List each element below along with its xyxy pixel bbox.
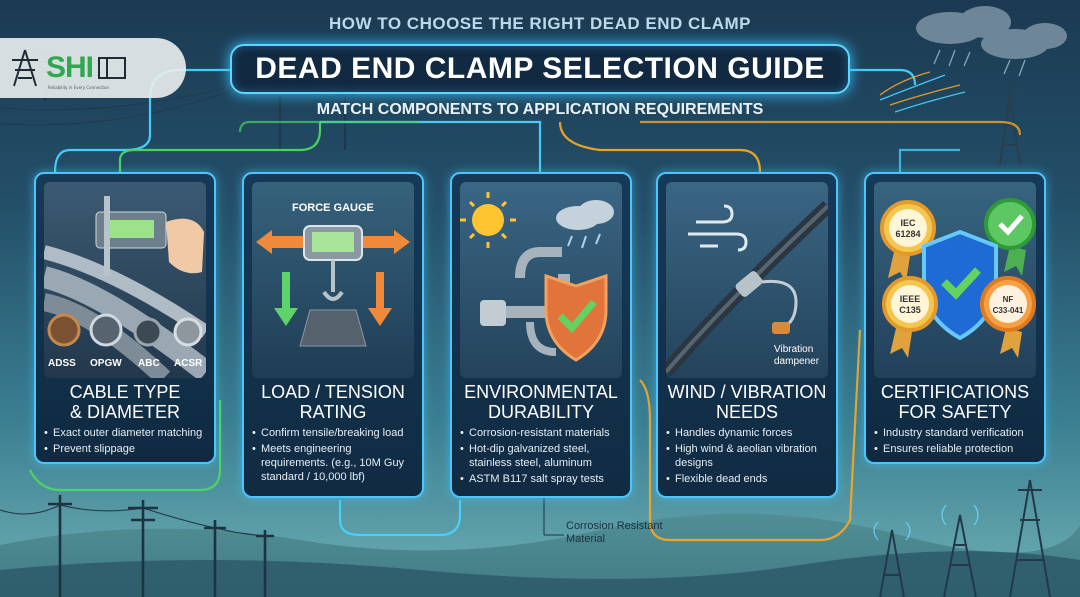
card-title-line: LOAD / TENSION	[261, 382, 405, 402]
card-title-line: FOR SAFETY	[898, 402, 1012, 422]
storm-cloud-icon	[916, 6, 1067, 59]
force-gauge-label: FORCE GAUGE	[292, 202, 374, 214]
card-cable-type: ADSS OPGW ABC ACSR CABLE TYPE& DIAMETER …	[34, 172, 216, 464]
list-item: Corrosion-resistant materials	[460, 426, 626, 440]
card-title-line: DURABILITY	[487, 402, 595, 422]
label-line: Vibration	[774, 344, 814, 355]
list-item: Prevent slippage	[44, 442, 210, 456]
label-line: dampener	[774, 356, 820, 367]
card-title-line: WIND / VIBRATION	[667, 382, 827, 402]
card-title-line: CABLE TYPE	[69, 382, 181, 402]
card-title-line: NEEDS	[715, 402, 778, 422]
card-bullets: Corrosion-resistant materials Hot-dip ga…	[460, 426, 626, 488]
page-title: DEAD END CLAMP SELECTION GUIDE	[255, 52, 825, 85]
badge-line: C135	[899, 305, 921, 315]
wind-cable-icon	[666, 200, 828, 377]
cable-label-adss: ADSS	[48, 358, 76, 369]
list-item: Ensures reliable protection	[874, 442, 1040, 456]
card-title-line: CERTIFICATIONS	[880, 382, 1030, 402]
radio-tower-icon	[879, 479, 1051, 597]
logo-text: SHI	[46, 51, 94, 84]
badge-line: 61284	[895, 229, 921, 239]
page-subtitle: MATCH COMPONENTS TO APPLICATION REQUIREM…	[316, 101, 764, 118]
cable-label-opgw: OPGW	[90, 358, 122, 369]
clamp-shield-icon	[460, 192, 614, 362]
force-gauge-art: FORCE GAUGE	[252, 182, 414, 378]
environment-art	[460, 182, 622, 378]
wind-icon	[688, 204, 748, 252]
card-bullets: Industry standard verification Ensures r…	[874, 426, 1040, 458]
logo-frame-icon	[98, 57, 127, 79]
badge-line: C33-041	[992, 306, 1024, 315]
header-kicker: HOW TO CHOOSE THE RIGHT DEAD END CLAMP	[329, 14, 751, 33]
badge-line: NF	[1002, 295, 1014, 304]
list-item: Industry standard verification	[874, 426, 1040, 440]
badge-line: IEEE	[899, 294, 921, 304]
list-item: Flexible dead ends	[666, 472, 832, 486]
list-item: Meets engineering requirements. (e.g., 1…	[252, 442, 418, 484]
cable-label-acsr: ACSR	[174, 358, 203, 369]
company-logo: SHI Reliability in Every Connection	[0, 38, 186, 98]
caliper-cable-icon	[44, 196, 206, 378]
title-banner: DEAD END CLAMP SELECTION GUIDE	[230, 44, 850, 94]
card-title-line: ENVIRONMENTAL	[464, 382, 618, 402]
card-title: CABLE TYPE& DIAMETER	[36, 382, 214, 422]
list-item: ASTM B117 salt spray tests	[460, 472, 626, 486]
logo-tagline: Reliability in Every Connection	[48, 85, 110, 90]
card-bullets: Handles dynamic forces High wind & aeoli…	[666, 426, 832, 488]
card-title-line: & DIAMETER	[69, 402, 180, 422]
card-bullets: Exact outer diameter matching Prevent sl…	[44, 426, 210, 458]
certification-badges-icon	[880, 198, 1036, 358]
force-gauge-icon	[256, 225, 410, 347]
callout-line: Material	[566, 533, 606, 545]
card-bullets: Confirm tensile/breaking load Meets engi…	[252, 426, 418, 486]
pylon-logo-icon	[12, 49, 38, 87]
badge-nf: NF C33-041	[986, 294, 1030, 316]
list-item: High wind & aeolian vibration designs	[666, 442, 832, 470]
list-item: Confirm tensile/breaking load	[252, 426, 418, 440]
cable-label-abc: ABC	[138, 358, 160, 369]
list-item: Hot-dip galvanized steel, stainless stee…	[460, 442, 626, 470]
callout-line: Corrosion Resistant	[566, 520, 663, 532]
card-title-line: RATING	[299, 402, 367, 422]
cable-art: ADSS OPGW ABC ACSR	[44, 182, 206, 378]
badge-ribbon-icon	[888, 246, 1026, 358]
badge-line: IEC	[900, 218, 916, 228]
list-item: Exact outer diameter matching	[44, 426, 210, 440]
list-item: Handles dynamic forces	[666, 426, 832, 440]
